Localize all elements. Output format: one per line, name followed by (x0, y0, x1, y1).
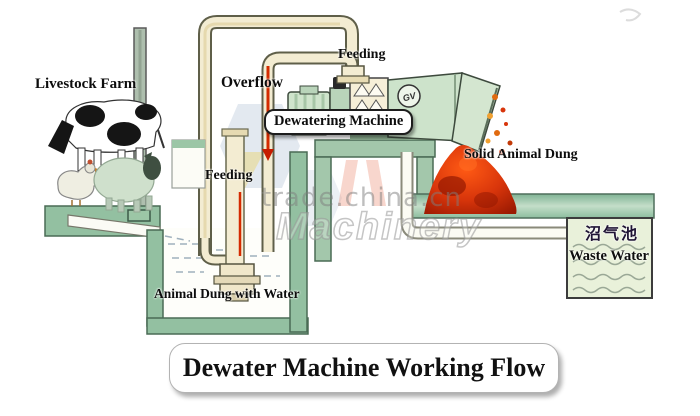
feed-container (171, 139, 206, 189)
biogas-pool-cn-label: 沼气池 (585, 226, 640, 243)
diagram-title-box: Dewater Machine Working Flow (169, 343, 559, 393)
dung-particles (485, 94, 513, 155)
diagram-title: Dewater Machine Working Flow (182, 353, 546, 382)
waste-drain-pipe (400, 152, 566, 240)
feeding-pipe (198, 15, 359, 256)
submersible-pump (213, 128, 261, 302)
discharge-chute (451, 71, 501, 153)
solid-animal-dung-label: Solid Animal Dung (464, 147, 578, 162)
waste-water-label: Waste Water (569, 248, 649, 264)
goat-icon (93, 152, 161, 213)
dewatering-machine-label: Dewatering Machine (264, 109, 414, 135)
dung-pile (424, 144, 517, 214)
machine-logo-text: GV (402, 90, 418, 103)
brand-watermark: Machinery (275, 205, 482, 249)
overflow-pipe (261, 51, 359, 252)
overflow-label: Overflow (221, 74, 283, 91)
farm-ground (44, 205, 161, 239)
waste-water-waves (572, 243, 646, 294)
animal-dung-with-water-label: Animal Dung with Water (154, 286, 300, 301)
livestock-farm-label: Livestock Farm (35, 76, 137, 92)
pump-elbow-pipe (199, 238, 230, 266)
waste-water-tank (566, 217, 653, 299)
site-watermark: trade.china.cn (261, 183, 463, 213)
feeding-bottom-label: Feeding (205, 168, 253, 183)
flow-arrow-down (262, 149, 274, 161)
feeding-top-label: Feeding (338, 47, 386, 62)
cow-icon (48, 99, 165, 177)
machine-logo-circle (397, 84, 421, 108)
